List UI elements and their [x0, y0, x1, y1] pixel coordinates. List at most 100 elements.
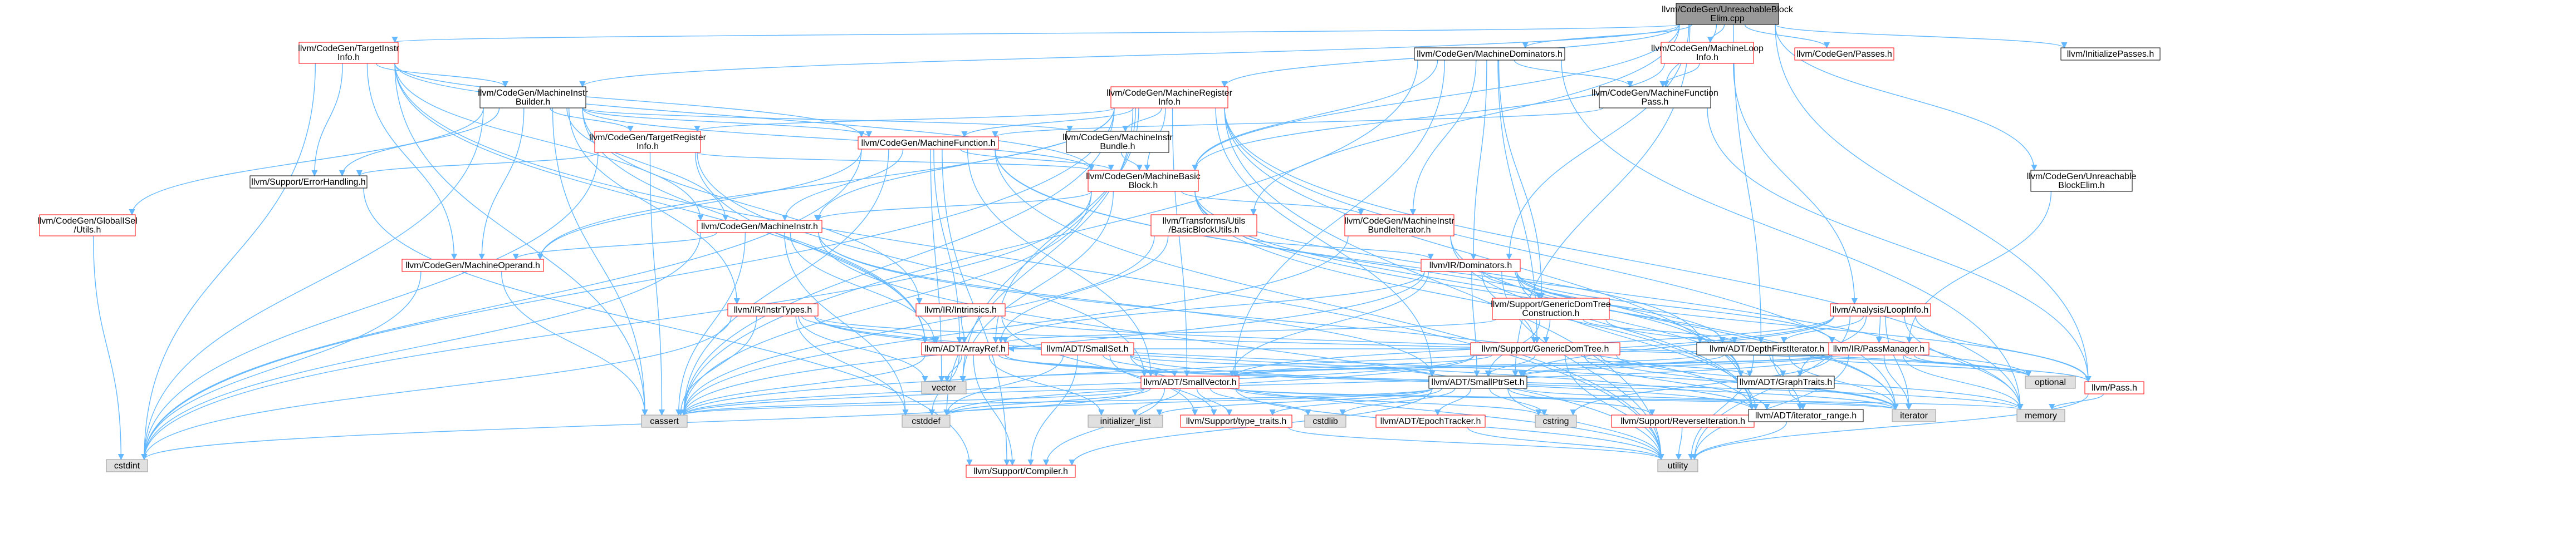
node-label: cassert	[650, 417, 679, 426]
node-cassert[interactable]: cassert	[641, 414, 688, 428]
node-cg-passes[interactable]: llvm/CodeGen/Passes.h	[1794, 47, 1894, 61]
node-support-errorhandling[interactable]: llvm/Support/ErrorHandling.h	[249, 175, 368, 189]
include-edge-cg_machinedominators-to-cassert	[680, 60, 1418, 416]
include-edge-adt_smallptrset-to-support_typetraits	[1269, 388, 1442, 416]
node-initializer-list[interactable]: initializer_list	[1088, 414, 1163, 428]
node-label-line: llvm/CodeGen/MachineDominators.h	[1417, 50, 1562, 59]
node-initializepasses[interactable]: llvm/InitializePasses.h	[2060, 47, 2161, 61]
node-support-compiler[interactable]: llvm/Support/Compiler.h	[966, 465, 1076, 478]
node-transforms-basicblockutils[interactable]: llvm/Transforms/Utils/BasicBlockUtils.h	[1150, 214, 1257, 236]
node-optional[interactable]: optional	[2025, 376, 2076, 389]
include-edge-cg_machineoperand-to-cstdint	[141, 271, 422, 461]
node-label: cstdlib	[1313, 417, 1338, 426]
node-box	[1794, 47, 1894, 61]
node-cg-globalisel-utils[interactable]: llvm/CodeGen/GlobalISel/Utils.h	[37, 214, 138, 236]
node-support-genericdomtree[interactable]: llvm/Support/GenericDomTree.h	[1470, 342, 1620, 356]
include-edge-ir_dominators-to-support_genericdomtreeconstruction	[1482, 271, 1542, 299]
node-adt-smallvector[interactable]: llvm/ADT/SmallVector.h	[1140, 376, 1240, 389]
include-edge-ir_dominators-to-adt_smallptrset	[1471, 271, 1480, 377]
include-edge-cg_machineinstrbuilder-to-cg_machinebasicblock	[582, 107, 1095, 171]
node-box	[1676, 3, 1779, 25]
include-edge-cg_machineinstr-to-adt_smallptrset	[818, 232, 1436, 377]
include-edge-root-to-cg_machineloopinfo	[1707, 24, 1725, 43]
node-adt-graphtraits[interactable]: llvm/ADT/GraphTraits.h	[1737, 376, 1835, 389]
node-cstring[interactable]: cstring	[1535, 414, 1577, 428]
node-cg-machineoperand[interactable]: llvm/CodeGen/MachineOperand.h	[401, 259, 544, 272]
node-label-line: llvm/Transforms/Utils	[1163, 216, 1246, 226]
node-label-line: optional	[2035, 378, 2066, 387]
node-label-line: llvm/CodeGen/GlobalISel	[37, 216, 138, 226]
node-label-line: llvm/Support/ErrorHandling.h	[251, 177, 365, 187]
node-utility[interactable]: utility	[1657, 459, 1698, 472]
node-box	[1535, 414, 1577, 428]
node-label-line: /BasicBlockUtils.h	[1168, 225, 1239, 235]
node-ir-instrtypes[interactable]: llvm/IR/InstrTypes.h	[727, 303, 819, 317]
include-edge-cg_machineregisterinfo-to-cg_targetregisterinfo	[694, 107, 1115, 132]
include-edge-cg_machineinstrbundle-to-cg_machinebasicblock	[1121, 152, 1143, 171]
node-cstddef[interactable]: cstddef	[902, 414, 951, 428]
node-cg-machinefunction[interactable]: llvm/CodeGen/MachineFunction.h	[858, 136, 999, 150]
node-support-typetraits[interactable]: llvm/Support/type_traits.h	[1180, 414, 1292, 428]
node-adt-iterator-range[interactable]: llvm/ADT/iterator_range.h	[1748, 409, 1864, 422]
include-edge-cg_machinebasicblock-to-cassert	[680, 191, 1092, 416]
node-label-line: llvm/ADT/EpochTracker.h	[1380, 417, 1481, 426]
node-ir-dominators[interactable]: llvm/IR/Dominators.h	[1421, 259, 1521, 272]
include-edge-adt_depthfirstiterator-to-utility	[1688, 354, 1754, 461]
node-box	[2060, 47, 2161, 61]
include-edge-root-to-initializepasses	[1775, 24, 2068, 49]
node-adt-smallptrset[interactable]: llvm/ADT/SmallPtrSet.h	[1428, 376, 1527, 389]
node-support-reverseiteration[interactable]: llvm/Support/ReverseIteration.h	[1611, 414, 1755, 428]
node-box	[1414, 47, 1565, 61]
node-cg-machineinstr[interactable]: llvm/CodeGen/MachineInstr.h	[697, 220, 822, 233]
node-label-line: initializer_list	[1100, 417, 1151, 426]
node-label: llvm/CodeGen/MachineOperand.h	[405, 261, 540, 270]
node-cstdlib[interactable]: cstdlib	[1304, 414, 1346, 428]
node-iterator[interactable]: iterator	[1892, 409, 1936, 422]
node-vector[interactable]: vector	[921, 381, 967, 394]
node-box	[858, 136, 999, 150]
node-label: llvm/IR/Dominators.h	[1429, 261, 1512, 270]
node-memory[interactable]: memory	[2016, 409, 2065, 422]
edge-layer	[92, 24, 2104, 466]
include-edge-cg_machinedominators-to-cg_machinefunctionpass	[1514, 60, 1633, 88]
node-cstdint[interactable]: cstdint	[106, 459, 148, 472]
node-label: llvm/CodeGen/GlobalISel/Utils.h	[37, 216, 138, 235]
node-box	[1344, 214, 1454, 236]
include-edge-analysis_loopinfo-to-adt_depthfirstiterator	[1781, 315, 1864, 344]
node-label-line: llvm/IR/Dominators.h	[1429, 261, 1512, 270]
node-label: llvm/ADT/GraphTraits.h	[1740, 378, 1833, 387]
node-adt-depthfirstiterator[interactable]: llvm/ADT/DepthFirstIterator.h	[1696, 342, 1838, 356]
node-analysis-loopinfo[interactable]: llvm/Analysis/LoopInfo.h	[1830, 303, 1931, 317]
include-edge-cg_targetinstrinfo-to-cg_machineinstrbuilder	[375, 63, 508, 88]
node-adt-arrayref[interactable]: llvm/ADT/ArrayRef.h	[921, 342, 1009, 356]
node-label-line: llvm/IR/Intrinsics.h	[924, 305, 997, 315]
node-box	[921, 381, 967, 394]
node-adt-smallset[interactable]: llvm/ADT/SmallSet.h	[1041, 342, 1134, 356]
include-edge-cg_machineinstrbuilder-to-support_errorhandling	[339, 107, 500, 177]
node-label: optional	[2035, 378, 2066, 387]
node-adt-epochtracker[interactable]: llvm/ADT/EpochTracker.h	[1375, 414, 1486, 428]
node-box	[1748, 409, 1864, 422]
include-edge-cg_machineregisterinfo-to-adt_iterator_range	[1224, 107, 1755, 411]
node-box	[1428, 376, 1527, 389]
node-box	[1470, 342, 1620, 356]
node-pass-h[interactable]: llvm/Pass.h	[2084, 381, 2144, 394]
node-ir-passmanager[interactable]: llvm/IR/PassManager.h	[1828, 342, 1929, 356]
node-box	[1088, 414, 1163, 428]
node-ir-intrinsics[interactable]: llvm/IR/Intrinsics.h	[915, 303, 1006, 317]
node-cg-machinedominators[interactable]: llvm/CodeGen/MachineDominators.h	[1414, 47, 1565, 61]
